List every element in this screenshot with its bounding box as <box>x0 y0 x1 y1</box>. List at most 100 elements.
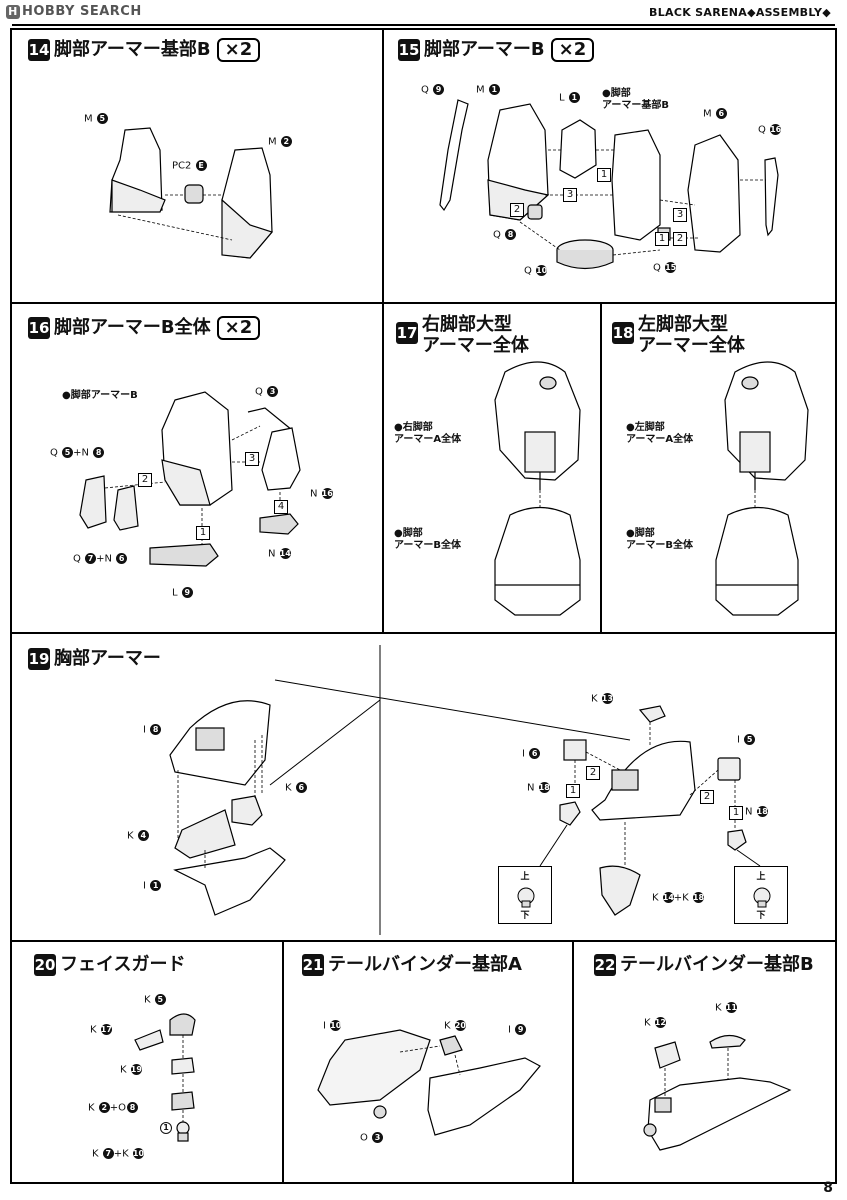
step-order-box: 2 <box>138 473 152 487</box>
step-order-box: 1 <box>655 232 669 246</box>
page-number: 8 <box>823 1180 833 1196</box>
part-label-k5: K 5 <box>144 994 166 1006</box>
step-order-box: 2 <box>510 203 524 217</box>
header-title: BLACK SARENA◆ASSEMBLY◆ <box>649 6 831 19</box>
part-label-l9: L 9 <box>172 587 193 599</box>
part-label-i9: I 9 <box>508 1024 527 1036</box>
step-number: 14 <box>28 39 50 61</box>
part-label-m6: M 6 <box>703 108 727 120</box>
part-label-lower: ●脚部アーマーB全体 <box>626 528 694 551</box>
divider <box>10 302 837 304</box>
step-number: 21 <box>302 954 324 976</box>
part-label-n18-right: N 18 <box>745 806 768 818</box>
step-order-box: 1 <box>729 806 743 820</box>
divider <box>10 632 837 634</box>
part-label-armor-b: ●脚部アーマーB <box>62 390 138 401</box>
part-label-k4: K 4 <box>127 830 149 842</box>
part-label-i5: I 5 <box>737 734 756 746</box>
step-order-box: 2 <box>700 790 714 804</box>
part-label-m1: M 1 <box>476 84 500 96</box>
header-rule <box>12 24 835 26</box>
part-label-k17: K 17 <box>90 1024 112 1036</box>
part-label-q15: Q 15 <box>653 262 677 274</box>
part-label-q7n6: Q 7+N 6 <box>73 553 128 565</box>
step-number: 20 <box>34 954 56 976</box>
logo-text: HOBBY SEARCH <box>22 4 142 19</box>
part-label-m2: M 2 <box>268 136 292 148</box>
step-order-circle: 1 <box>160 1122 172 1134</box>
part-label-i8: I 8 <box>143 724 162 736</box>
part-label-n16: N 16 <box>310 488 333 500</box>
step-number: 22 <box>594 954 616 976</box>
part-label-k13: K 13 <box>591 693 613 705</box>
quantity-badge: ×2 <box>216 316 261 340</box>
quantity-badge: ×2 <box>216 38 261 62</box>
part-label-i1: I 1 <box>143 880 162 892</box>
divider <box>10 940 837 942</box>
step-order-box: 3 <box>563 188 577 202</box>
part-label-q3: Q 3 <box>255 386 279 398</box>
orientation-inset-right: 上 下 <box>734 866 788 924</box>
step-number: 19 <box>28 648 50 670</box>
step-order-box: 2 <box>673 232 687 246</box>
step-order-box: 4 <box>274 500 288 514</box>
step-number: 16 <box>28 317 50 339</box>
logo-mark: H <box>6 5 20 19</box>
part-label-n14: N 14 <box>268 548 291 560</box>
part-label-m5: M 5 <box>84 113 108 125</box>
step-order-box: 1 <box>196 526 210 540</box>
part-label-q8: Q 8 <box>493 229 517 241</box>
step-order-box: 2 <box>586 766 600 780</box>
step-number: 15 <box>398 39 420 61</box>
divider <box>572 940 574 1184</box>
part-label-q10: Q 10 <box>524 265 548 277</box>
part-label-pc2e: PC2 E <box>172 160 207 172</box>
step-order-box: 3 <box>245 452 259 466</box>
part-label-q16: Q 16 <box>758 124 782 136</box>
main-frame <box>10 28 837 1184</box>
part-label-k6: K 6 <box>285 782 307 794</box>
part-label-q5n8: Q 5+N 8 <box>50 447 105 459</box>
divider <box>382 28 384 304</box>
part-label-q9: Q 9 <box>421 84 445 96</box>
part-label-k20: K 20 <box>444 1020 466 1032</box>
part-label-n18-left: N 18 <box>527 782 550 794</box>
step-order-box: 1 <box>597 168 611 182</box>
part-label-i10: I 10 <box>323 1020 342 1032</box>
part-label-base-b: ●脚部アーマー基部B <box>602 88 670 111</box>
part-label-upper: ●右脚部アーマーA全体 <box>394 422 462 445</box>
part-label-k7k10: K 7+K 10 <box>92 1148 145 1160</box>
part-label-k14k18: K 14+K 18 <box>652 892 705 904</box>
part-label-o3: O 3 <box>360 1132 384 1144</box>
divider <box>382 302 384 634</box>
part-label-k19: K 19 <box>120 1064 142 1076</box>
part-label-i6: I 6 <box>522 748 541 760</box>
part-label-lower: ●脚部アーマーB全体 <box>394 528 462 551</box>
divider <box>282 940 284 1184</box>
divider <box>600 302 602 634</box>
step-number: 18 <box>612 322 634 344</box>
part-label-k12: K 12 <box>644 1017 666 1029</box>
orientation-inset-left: 上 下 <box>498 866 552 924</box>
part-label-k11: K 11 <box>715 1002 737 1014</box>
